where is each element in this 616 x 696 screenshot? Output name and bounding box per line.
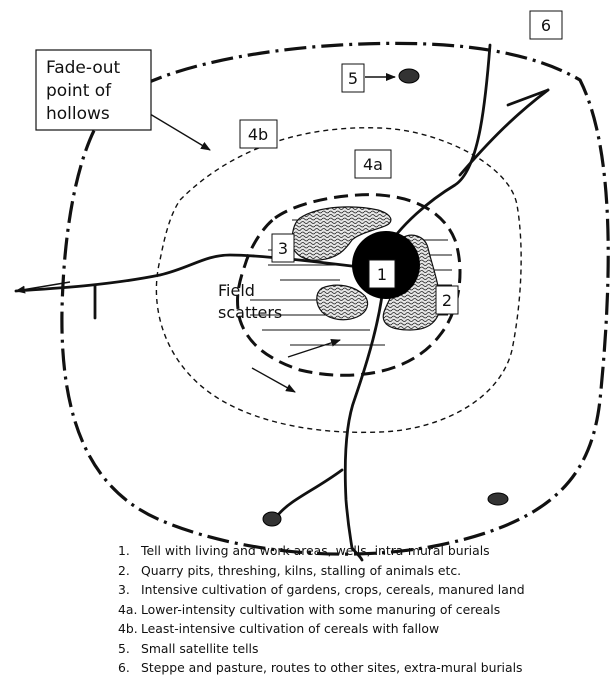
legend-item: 3. Intensive cultivation of gardens, crop…: [118, 580, 614, 600]
field-scatter-arrow-in: [287, 338, 341, 358]
legend-text: Lower-intensity cultivation with some ma…: [141, 601, 501, 617]
zone-2-label: 2: [442, 291, 452, 310]
legend-text: Steppe and pasture, routes to other site…: [141, 660, 523, 675]
route-paths: [14, 43, 550, 562]
legend-number: 6.: [118, 660, 130, 675]
field-scatters-line-1: Field: [218, 281, 255, 300]
legend-item: 5. Small satellite tells: [118, 639, 614, 659]
satellite-tell-southeast: [487, 492, 509, 506]
zone-2-label-box: [435, 285, 459, 315]
fade-out-callout-box: [35, 49, 152, 131]
fade-out-line-3: hollows: [46, 104, 110, 124]
zone-3-boundary: [236, 193, 462, 377]
zone-6-label: 6: [541, 16, 551, 35]
field-scatters-line-2: scatters: [218, 303, 282, 322]
zone-5-label: 5: [348, 69, 358, 88]
legend-number: 1.: [118, 543, 130, 558]
legend-number: 2.: [118, 562, 130, 578]
zone-1-label: 1: [377, 265, 387, 284]
legend-item: 1. Tell with living and work areas, wells…: [118, 541, 614, 561]
legend-text: Small satellite tells: [141, 640, 259, 656]
legend-text: Quarry pits, threshing, kilns, stalling …: [141, 562, 462, 578]
legend-text: Least-intensive cultivation of cereals w…: [141, 621, 440, 636]
zone-5-label-box: [341, 63, 365, 93]
zone-4a-label: 4a: [363, 155, 383, 174]
legend-list: 1. Tell with living and work areas, wells…: [118, 541, 614, 678]
field-scatter-arrow-out: [251, 367, 296, 393]
zone-6-label-box: [529, 10, 563, 40]
quarry-area-west: [316, 284, 369, 321]
outbound-route-arrow: [15, 281, 71, 294]
callout-pointer-arrow: [139, 107, 211, 151]
legend-item: 4b.Least-intensive cultivation of cereal…: [118, 619, 614, 639]
zone-3-label: 3: [278, 239, 288, 258]
satellite-tell-north: [398, 68, 420, 84]
legend-item: 6. Steppe and pasture, routes to other si…: [118, 658, 614, 678]
zone-6-boundary: [60, 41, 610, 556]
legend-number: 4a.: [118, 601, 138, 617]
zone-3-label-box: [271, 233, 295, 263]
zone-1-label-box: [368, 259, 396, 289]
satellite-tell-south: [262, 511, 282, 527]
zone-4a-boundary: [155, 127, 522, 434]
legend-number: 3.: [118, 582, 130, 597]
legend-text: Intensive cultivation of gardens, crops,…: [141, 582, 525, 597]
zone-4b-label-box: [239, 119, 278, 149]
fade-out-line-1: Fade-out: [46, 58, 121, 78]
legend-text: Tell with living and work areas, wells, …: [141, 543, 490, 558]
legend-number: 4b.: [118, 621, 138, 636]
legend-number: 5.: [118, 640, 130, 656]
legend-item: 4a.Lower-intensity cultivation with some…: [118, 600, 614, 620]
zone-4a-label-box: [354, 149, 392, 179]
zone-4b-label: 4b: [248, 125, 268, 144]
fade-out-line-2: point of: [46, 81, 112, 101]
legend-item: 2. Quarry pits, threshing, kilns, stallin…: [118, 561, 614, 581]
